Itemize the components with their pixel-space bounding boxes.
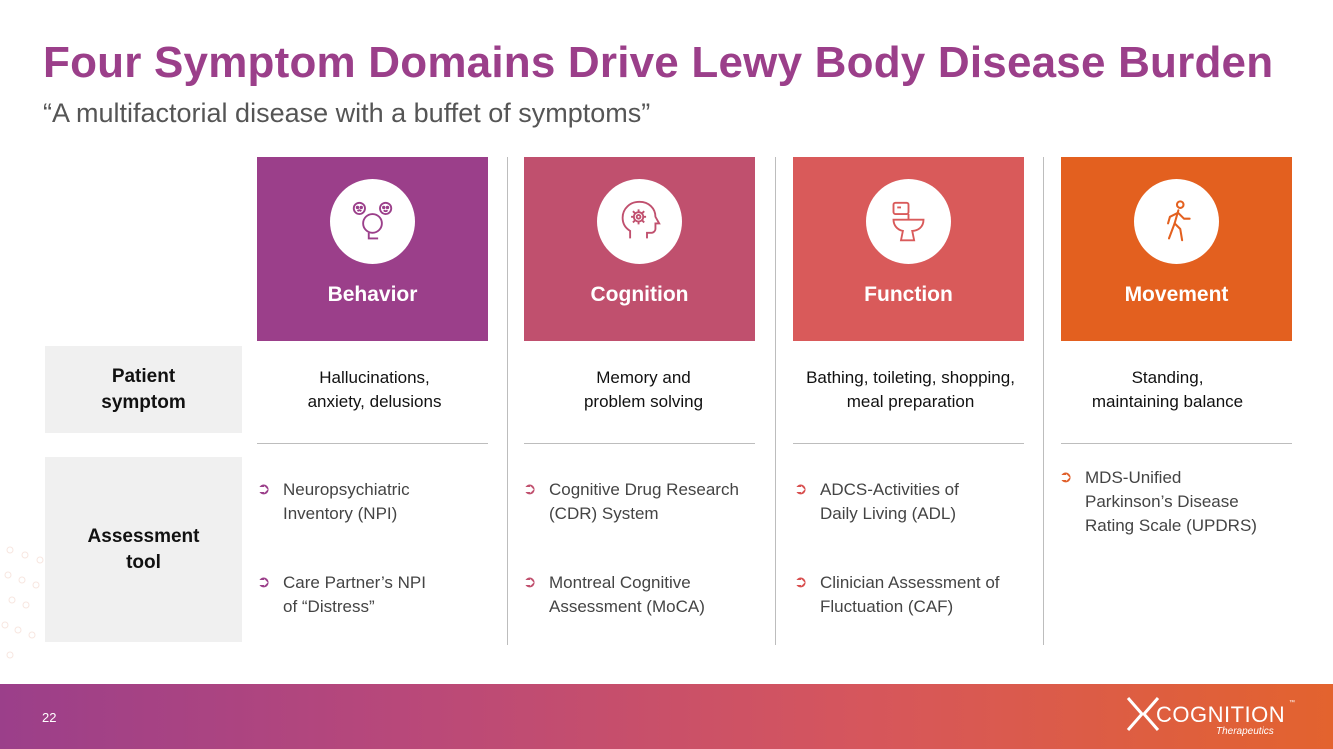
brain-gear-icon [621,200,661,239]
domain-box-movement: Movement [1061,157,1292,341]
behavior-head-icon [352,201,393,240]
bullet-arrow-icon: ➲ [257,574,271,591]
footer-bar [0,684,1333,749]
toilet-icon [892,201,925,242]
row-label-patient-symptom: Patient symptom [45,346,242,433]
symptom-cognition: Memory and problem solving [583,368,704,411]
slide-title: Four Symptom Domains Drive Lewy Body Dis… [43,38,1274,87]
symptom-function: Bathing, toileting, shopping, meal prepa… [806,368,1015,411]
bullet-arrow-icon: ➲ [794,574,808,591]
assessment-tool-item: ➲ Clinician Assessment of Fluctuation (C… [794,573,1000,616]
column-divider [1043,157,1044,645]
domain-label: Movement [1124,283,1229,306]
assessment-tool-item: ➲ ADCS-Activities of Daily Living (ADL) [794,480,959,523]
cognition-logo: COGNITION ™ Therapeutics [1126,696,1296,737]
domain-label: Function [864,283,953,306]
icon-circle [1134,179,1219,264]
domain-label: Behavior [327,283,418,306]
icon-circle [597,179,682,264]
assessment-tool-item: ➲ Montreal Cognitive Assessment (MoCA) [523,573,705,616]
domain-box-cognition: Cognition [524,157,755,341]
decorative-dot-pattern [1,546,44,659]
bullet-arrow-icon: ➲ [794,481,808,498]
domain-box-behavior: Behavior [257,157,488,341]
icon-circle [866,179,951,264]
logo-x-mark-icon [1126,697,1160,731]
assessment-tool-item: ➲ Cognitive Drug Research (CDR) System [523,480,739,523]
row-divider [524,443,755,444]
column-divider [775,157,776,645]
page-number: 22 [42,710,57,725]
walking-person-icon [1167,200,1191,242]
bullet-arrow-icon: ➲ [257,481,271,498]
bullet-arrow-icon: ➲ [1059,469,1073,486]
assessment-tool-item: ➲ Neuropsychiatric Inventory (NPI) [257,480,410,523]
assessment-tool-item: ➲ Care Partner’s NPI of “Distress” [257,573,426,616]
row-divider [793,443,1024,444]
bullet-arrow-icon: ➲ [523,481,537,498]
row-divider [1061,443,1292,444]
icon-circle [330,179,415,264]
column-divider [507,157,508,645]
assessment-tool-item: ➲ MDS-Unified Parkinson’s Disease Rating… [1059,468,1257,535]
row-label-assessment-tool: Assessment tool [45,457,242,642]
bullet-arrow-icon: ➲ [523,574,537,591]
slide-subtitle: “A multifactorial disease with a buffet … [43,98,651,128]
domain-box-function: Function [793,157,1024,341]
row-divider [257,443,488,444]
symptom-movement: Standing, maintaining balance [1091,368,1244,411]
domain-label: Cognition [590,283,689,306]
symptom-behavior: Hallucinations, anxiety, delusions [307,368,442,411]
